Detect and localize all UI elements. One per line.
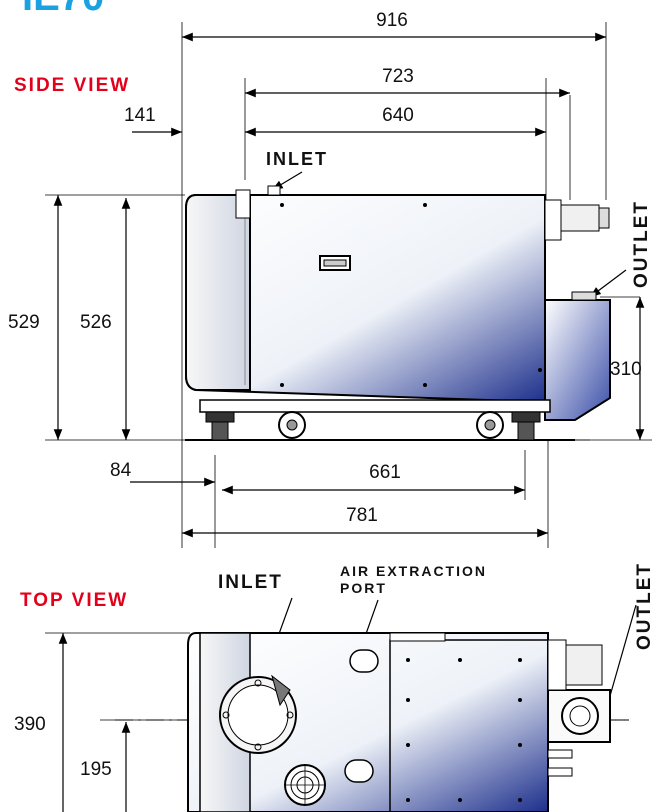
air-extraction-label-2: PORT <box>340 580 387 596</box>
top-view-title: TOP VIEW <box>20 590 128 611</box>
side-inlet-label: INLET <box>266 149 328 169</box>
dim-390: 390 <box>14 714 46 735</box>
dim-916: 916 <box>376 10 408 31</box>
dim-529: 529 <box>8 312 40 333</box>
pump-top-view <box>187 632 611 812</box>
dim-84: 84 <box>110 460 132 481</box>
dim-195: 195 <box>80 759 112 780</box>
dim-526: 526 <box>80 312 112 333</box>
dim-781: 781 <box>346 505 378 526</box>
side-outlet-label: OUTLET <box>631 200 652 288</box>
top-inlet-label: INLET <box>218 572 283 593</box>
pump-side-view <box>185 185 611 441</box>
dim-723: 723 <box>382 66 414 87</box>
dim-640: 640 <box>382 105 414 126</box>
top-outlet-label: OUTLET <box>634 562 652 650</box>
dim-661: 661 <box>369 462 401 483</box>
model-label: IE70 <box>22 0 104 19</box>
dim-141: 141 <box>124 105 156 126</box>
dim-310: 310 <box>610 359 642 380</box>
side-view-title: SIDE VIEW <box>14 75 130 96</box>
air-extraction-label: AIR EXTRACTION <box>340 563 487 579</box>
